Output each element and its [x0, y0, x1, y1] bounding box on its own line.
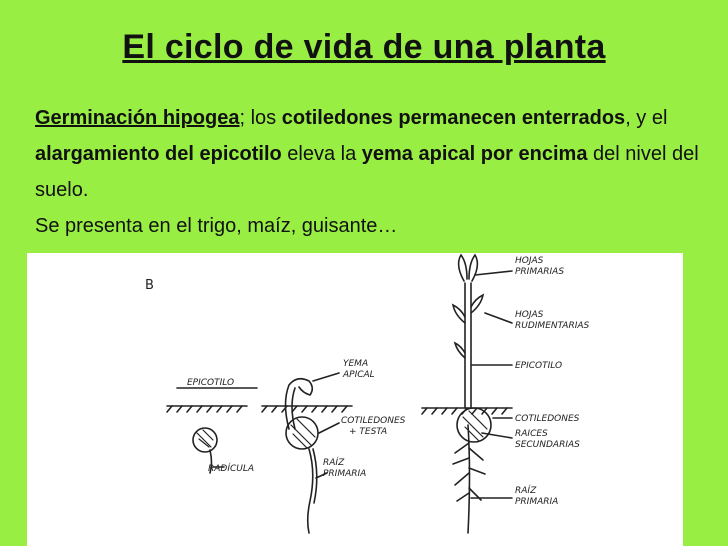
- text-segment: del nivel del suelo.: [35, 143, 699, 201]
- text-segment: ; los: [239, 107, 282, 129]
- label-cotiledones-2: COTILEDONES: [515, 414, 580, 424]
- label-raices: RAICES: [515, 429, 548, 439]
- label-epicotilo-2: EPICOTILO: [515, 361, 562, 371]
- term-cotiledones: cotiledones permanecen enterrados: [281, 107, 626, 129]
- term-yema-apical: yema apical por encima: [361, 143, 588, 165]
- label-apical: APICAL: [342, 370, 375, 380]
- label-yema: YEMA: [343, 359, 368, 369]
- description-paragraph: Germinación hipogea; los cotiledones per…: [35, 100, 725, 244]
- label-epicotilo-1: EPICOTILO: [187, 378, 234, 388]
- germination-diagram: B EPICOTILO RADÍCULA YEMA APICAL COTILED…: [27, 253, 683, 546]
- stem: [464, 282, 472, 409]
- label-hojas-1: HOJAS: [515, 256, 544, 266]
- label-secundarias: SECUNDARIAS: [515, 440, 580, 450]
- leaf-primary-right: [468, 253, 479, 282]
- label-testa: + TESTA: [349, 427, 387, 437]
- radicle-1: [209, 449, 213, 474]
- label-hojas-2: HOJAS: [515, 310, 544, 320]
- seed-1: [192, 427, 218, 453]
- label-radicula: RADÍCULA: [208, 462, 254, 474]
- primary-root-1: [306, 448, 314, 534]
- leaf-primary-left: [457, 253, 468, 282]
- label-cotiledones-1: COTILEDONES: [341, 416, 406, 426]
- slide-title: El ciclo de vida de una planta: [122, 28, 606, 66]
- seed-2: [285, 416, 319, 450]
- label-raiz-1: RAÍZ: [323, 456, 345, 468]
- text-segment: eleva la: [281, 143, 362, 165]
- term-epicotilo: alargamiento del epicotilo: [35, 143, 282, 165]
- label-primaria-1: PRIMARIA: [323, 469, 366, 479]
- term-germinacion-hipogea: Germinación hipogea: [35, 107, 240, 129]
- panel-letter: B: [145, 278, 154, 293]
- primary-root-2: [467, 424, 471, 534]
- epicotyl-hook: [284, 377, 314, 430]
- label-primarias: PRIMARIAS: [515, 267, 564, 277]
- label-raiz-2: RAÍZ: [515, 484, 537, 496]
- label-primaria-2: PRIMARIA: [515, 497, 558, 507]
- label-rudimentarias: RUDIMENTARIAS: [515, 321, 590, 331]
- text-segment: , y el: [625, 107, 668, 129]
- diagram-svg: B EPICOTILO RADÍCULA YEMA APICAL COTILED…: [145, 253, 590, 534]
- examples-line: Se presenta en el trigo, maíz, guisante…: [35, 215, 398, 237]
- cotyledons-3: [456, 407, 492, 443]
